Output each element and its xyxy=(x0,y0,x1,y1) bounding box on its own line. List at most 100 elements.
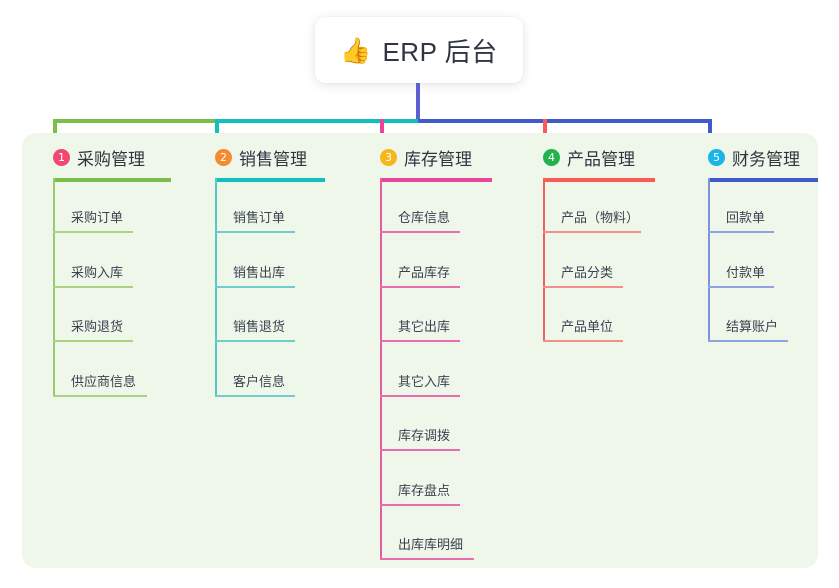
list-item-rule xyxy=(53,231,133,233)
list-item[interactable]: 库存盘点 xyxy=(380,460,480,506)
list-item[interactable]: 采购订单 xyxy=(53,187,153,233)
list-item[interactable]: 其它出库 xyxy=(380,296,480,342)
column-spine-5 xyxy=(708,178,710,342)
list-item-label: 销售出库 xyxy=(233,264,286,280)
list-item[interactable]: 出库库明细 xyxy=(380,514,494,560)
column-header-2[interactable]: 2 销售管理 xyxy=(197,144,307,170)
list-item-rule xyxy=(215,231,295,233)
bus-drop-5 xyxy=(708,119,712,145)
list-item[interactable]: 客户信息 xyxy=(215,351,315,397)
bus-drop-2 xyxy=(215,119,219,145)
root-node-card: 👍 ERP 后台 xyxy=(315,17,523,83)
column-title: 采购管理 xyxy=(77,149,145,169)
column-rule-3 xyxy=(380,178,492,182)
list-item-label: 产品（物料） xyxy=(561,210,640,225)
column-index-badge: 1 xyxy=(53,148,70,166)
list-item-rule xyxy=(708,285,774,288)
column-header-5[interactable]: 5 财务管理 xyxy=(690,144,800,170)
column-spine-3 xyxy=(380,178,382,560)
list-item[interactable]: 供应商信息 xyxy=(53,351,167,397)
list-item[interactable]: 销售订单 xyxy=(215,187,315,233)
list-item[interactable]: 结算账户 xyxy=(708,296,808,342)
list-item-label: 付款单 xyxy=(726,264,766,280)
list-item-label: 库存调拨 xyxy=(398,428,451,443)
list-item[interactable]: 付款单 xyxy=(708,242,794,288)
list-item-rule xyxy=(380,503,460,506)
page-title: ERP 后台 xyxy=(382,36,498,67)
list-item[interactable]: 回款单 xyxy=(708,187,794,233)
column-header-4[interactable]: 4 产品管理 xyxy=(525,144,635,170)
list-item-rule xyxy=(543,231,641,233)
column-rule-1 xyxy=(53,178,171,182)
list-item[interactable]: 采购退货 xyxy=(53,296,153,342)
column-title: 产品管理 xyxy=(567,149,635,169)
list-item[interactable]: 产品库存 xyxy=(380,242,480,288)
list-item-rule xyxy=(380,558,474,560)
list-item-label: 库存盘点 xyxy=(398,482,451,498)
column-rule-4 xyxy=(543,178,655,182)
list-item-label: 销售退货 xyxy=(233,319,286,334)
list-item[interactable]: 产品（物料） xyxy=(543,187,661,233)
list-item-rule xyxy=(215,285,295,288)
list-item-rule xyxy=(380,231,460,233)
list-item-label: 结算账户 xyxy=(726,319,779,334)
column-spine-4 xyxy=(543,178,545,342)
list-item[interactable]: 销售退货 xyxy=(215,296,315,342)
list-item-label: 仓库信息 xyxy=(398,210,451,225)
list-item-label: 销售订单 xyxy=(233,210,286,225)
list-item[interactable]: 其它入库 xyxy=(380,351,480,397)
list-item[interactable]: 库存调拨 xyxy=(380,405,480,451)
thumbs-up-icon: 👍 xyxy=(340,36,372,65)
list-item-label: 产品单位 xyxy=(561,319,614,334)
list-item-label: 出库库明细 xyxy=(398,537,464,552)
column-rule-5 xyxy=(708,178,818,182)
column-header-1[interactable]: 1 采购管理 xyxy=(35,144,145,170)
column-index-badge: 3 xyxy=(380,148,397,166)
column-header-3[interactable]: 3 库存管理 xyxy=(362,144,472,170)
column-rule-2 xyxy=(215,178,325,182)
list-item-rule xyxy=(543,285,623,288)
list-item-label: 供应商信息 xyxy=(71,373,137,389)
tree-panel xyxy=(22,133,818,568)
bus-segment-3 xyxy=(418,119,712,123)
column-3: 3 库存管理仓库信息产品库存其它出库其它入库库存调拨库存盘点出库库明细 xyxy=(362,144,492,560)
list-item[interactable]: 采购入库 xyxy=(53,242,153,288)
bus-segment-2 xyxy=(215,119,422,123)
list-item-label: 产品库存 xyxy=(398,264,451,280)
column-index-badge: 5 xyxy=(708,148,725,166)
root-trunk-connector xyxy=(416,83,420,121)
column-title: 财务管理 xyxy=(732,149,800,169)
list-item[interactable]: 产品分类 xyxy=(543,242,643,288)
list-item-label: 采购订单 xyxy=(71,210,124,225)
list-item[interactable]: 产品单位 xyxy=(543,296,643,342)
list-item-rule xyxy=(53,285,133,288)
list-item[interactable]: 仓库信息 xyxy=(380,187,480,233)
list-item[interactable]: 销售出库 xyxy=(215,242,315,288)
list-item-rule xyxy=(543,340,623,342)
bus-drop-3 xyxy=(380,119,384,145)
list-item-rule xyxy=(215,340,295,342)
column-title: 销售管理 xyxy=(239,149,307,169)
list-item-label: 其它入库 xyxy=(398,373,451,389)
list-item-rule xyxy=(380,340,460,342)
column-2: 2 销售管理销售订单销售出库销售退货客户信息 xyxy=(197,144,325,397)
bus-segment-1 xyxy=(53,119,219,123)
list-item-label: 其它出库 xyxy=(398,319,451,334)
list-item-rule xyxy=(215,394,295,397)
list-item-rule xyxy=(380,449,460,451)
column-index-badge: 4 xyxy=(543,148,560,166)
list-item-rule xyxy=(53,340,133,342)
list-item-rule xyxy=(708,231,774,233)
list-item-label: 回款单 xyxy=(726,210,766,225)
list-item-rule xyxy=(380,394,460,397)
bus-drop-1 xyxy=(53,119,57,145)
column-4: 4 产品管理产品（物料） 产品分类产品单位 xyxy=(525,144,655,342)
list-item-label: 产品分类 xyxy=(561,264,614,280)
column-title: 库存管理 xyxy=(404,149,472,169)
column-5: 5 财务管理回款单付款单结算账户 xyxy=(690,144,818,342)
list-item-rule xyxy=(380,285,460,288)
list-item-label: 客户信息 xyxy=(233,373,286,389)
column-index-badge: 2 xyxy=(215,148,232,166)
list-item-rule xyxy=(53,394,147,397)
list-item-rule xyxy=(708,340,788,342)
